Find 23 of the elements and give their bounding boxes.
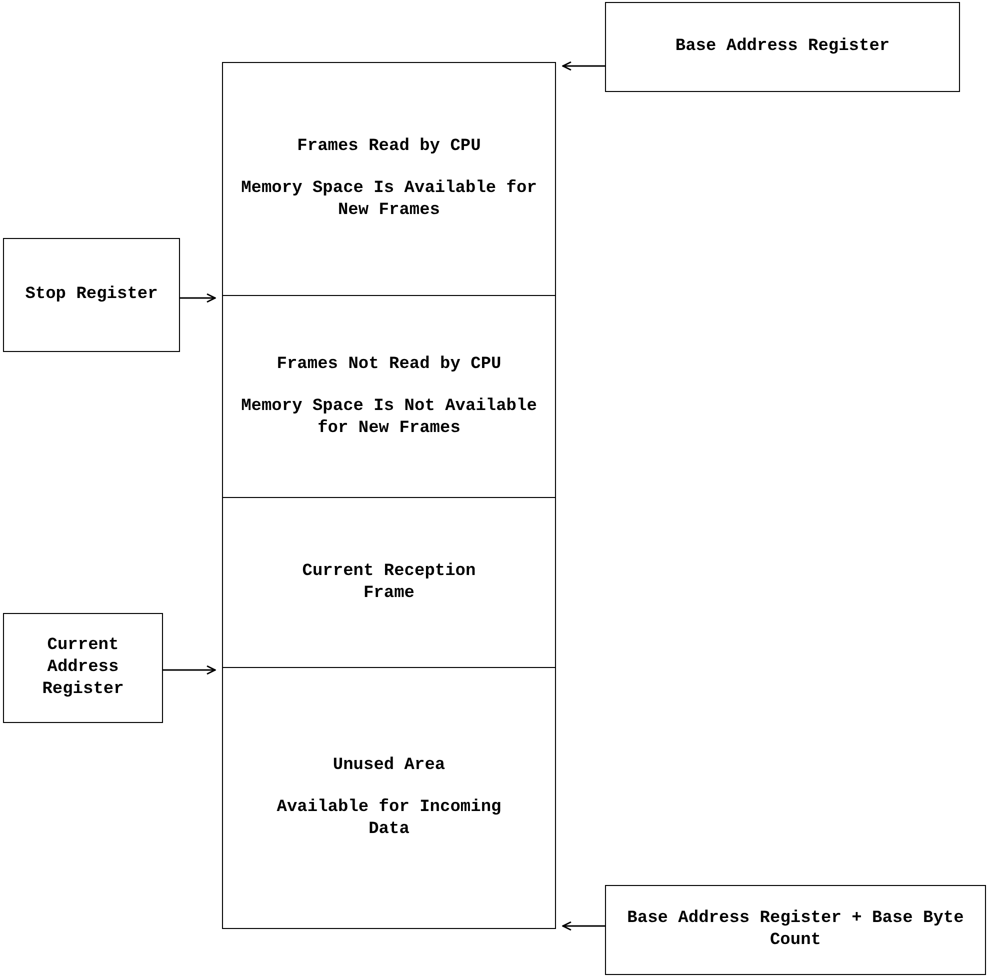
memory-segment: [222, 295, 556, 498]
register-box: [605, 885, 986, 975]
register-label: Base Address Register + Base Byte Count: [626, 908, 965, 952]
segment-heading: Frames Read by CPU: [297, 136, 481, 158]
register-box: [3, 613, 163, 723]
segment-note: Memory Space Is Available for New Frames: [240, 178, 538, 222]
segment-note: Memory Space Is Not Available for New Frames: [240, 396, 538, 440]
arrow: [562, 61, 605, 71]
register-label: Stop Register: [25, 284, 158, 306]
arrow: [180, 293, 216, 303]
register-label: Current Reception Frame: [301, 560, 477, 604]
register-box: [3, 238, 180, 352]
register-label: Base Address Register: [675, 36, 890, 58]
arrow: [562, 921, 605, 931]
segment-heading: Unused Area: [332, 755, 446, 777]
arrow: [163, 665, 216, 675]
memory-segment: [222, 62, 556, 296]
register-box: [605, 2, 960, 92]
memory-segment: [222, 667, 556, 929]
segment-note: Available for Incoming Data: [276, 797, 502, 841]
register-label: Current Address Register: [41, 635, 125, 701]
memory-segment: [222, 497, 556, 668]
segment-heading: Frames Not Read by CPU: [276, 354, 502, 376]
